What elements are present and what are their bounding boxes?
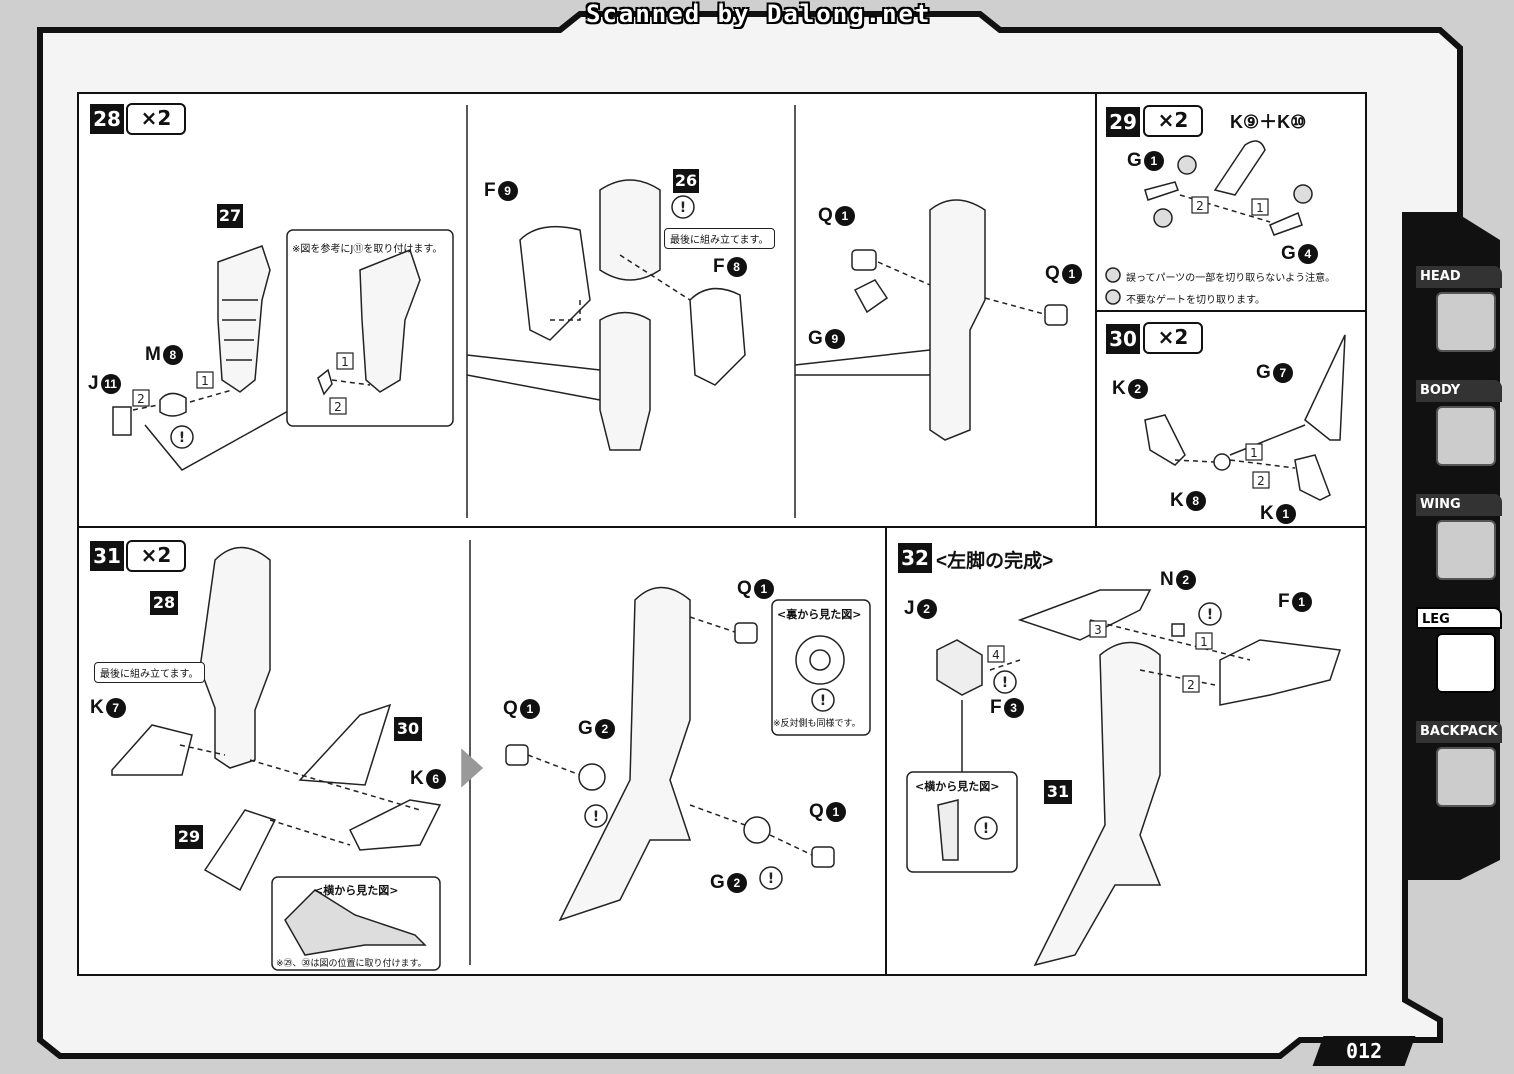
svg-text:1: 1 xyxy=(1250,446,1258,460)
wing-thumbnail-icon xyxy=(1436,520,1496,580)
svg-text:!: ! xyxy=(680,200,686,216)
tab-label: LEG xyxy=(1416,607,1502,629)
svg-text:1: 1 xyxy=(1256,201,1264,215)
legend-caution: 誤ってパーツの一部を切り取らないよう注意。 xyxy=(1126,273,1336,284)
quantity-badge: ×2 xyxy=(1143,105,1203,137)
step-number: 30 xyxy=(1106,324,1140,354)
part-combo-label: K⑨＋K⑩ xyxy=(1230,112,1307,132)
legend-gate: 不要なゲートを切り取ります。 xyxy=(1126,295,1265,306)
step-number: 32 xyxy=(898,543,932,573)
back-view-note: ※反対側も同様です。 xyxy=(773,719,861,729)
page-number: 012 xyxy=(1312,1036,1416,1066)
backpack-thumbnail-icon xyxy=(1436,747,1496,807)
svg-text:2: 2 xyxy=(1257,474,1265,488)
tab-body[interactable]: BODY xyxy=(1412,380,1506,470)
tab-label: BODY xyxy=(1416,380,1502,402)
side-view-title: <横から見た図> xyxy=(915,780,1000,793)
svg-text:1: 1 xyxy=(341,355,349,369)
svg-text:1: 1 xyxy=(201,374,209,388)
tab-wing[interactable]: WING xyxy=(1412,494,1506,584)
part-ref-29: 29 xyxy=(175,825,203,849)
part-ref-31: 31 xyxy=(1044,780,1072,804)
svg-text:2: 2 xyxy=(1196,199,1204,213)
tab-head[interactable]: HEAD xyxy=(1412,266,1506,356)
svg-text:!: ! xyxy=(593,809,599,825)
callout-bubble: 最後に組み立てます。 xyxy=(94,662,205,683)
step-number: 29 xyxy=(1106,107,1140,137)
part-ref-26: 26 xyxy=(673,169,699,193)
step-title: <左脚の完成> xyxy=(936,551,1054,572)
back-view-title: <裏から見た図> xyxy=(777,608,862,621)
leg-thumbnail-icon xyxy=(1436,633,1496,693)
svg-text:!: ! xyxy=(179,430,185,446)
svg-text:!: ! xyxy=(1207,607,1213,623)
svg-text:!: ! xyxy=(820,693,826,709)
svg-text:!: ! xyxy=(768,871,774,887)
part-ref-30: 30 xyxy=(394,717,422,741)
tab-backpack[interactable]: BACKPACK xyxy=(1412,721,1506,811)
tab-label: HEAD xyxy=(1416,266,1502,288)
quantity-badge: ×2 xyxy=(126,540,186,572)
quantity-badge: ×2 xyxy=(126,103,186,135)
svg-text:!: ! xyxy=(983,821,989,837)
svg-text:2: 2 xyxy=(1187,678,1195,692)
side-view-note: ※㉙、㉚は図の位置に取り付けます。 xyxy=(276,959,427,969)
tab-leg[interactable]: LEG xyxy=(1412,607,1506,697)
head-thumbnail-icon xyxy=(1436,292,1496,352)
svg-text:!: ! xyxy=(1002,675,1008,691)
tab-label: BACKPACK xyxy=(1416,721,1502,743)
tab-label: WING xyxy=(1416,494,1502,516)
step-number: 28 xyxy=(90,104,124,134)
svg-text:4: 4 xyxy=(992,648,1000,662)
part-ref-28: 28 xyxy=(150,591,178,615)
side-view-title: <横から見た図> xyxy=(314,884,399,897)
step-number: 31 xyxy=(90,541,124,571)
inset-note: ※図を参考にJ⑪を取り付けます。 xyxy=(292,244,443,255)
svg-text:1: 1 xyxy=(1200,635,1208,649)
step-29-panel xyxy=(1095,92,1367,312)
svg-text:2: 2 xyxy=(334,400,342,414)
quantity-badge: ×2 xyxy=(1143,322,1203,354)
scan-credit: Scanned by Dalong.net xyxy=(586,0,932,28)
part-ref-27: 27 xyxy=(217,204,243,228)
callout-bubble: 最後に組み立てます。 xyxy=(664,228,775,249)
body-thumbnail-icon xyxy=(1436,406,1496,466)
svg-text:3: 3 xyxy=(1094,623,1102,637)
svg-text:2: 2 xyxy=(137,392,145,406)
